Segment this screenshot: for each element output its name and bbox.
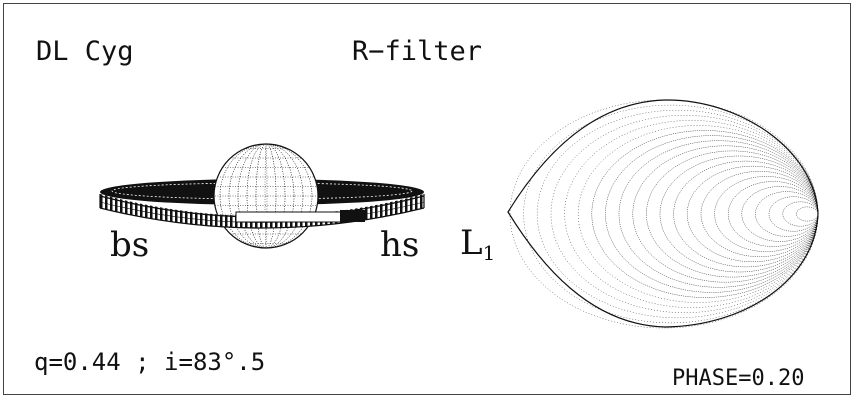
lagrange-letter: L [460, 223, 483, 263]
orbital-phase: PHASE=0.20 [672, 366, 805, 391]
plot-frame [3, 3, 851, 395]
hot-spot-label: hs [380, 225, 420, 265]
lagrange-point-label: L1 [460, 226, 495, 263]
lagrange-subscript: 1 [482, 241, 496, 265]
white-dwarf-sphere [213, 143, 319, 249]
filter-label: R−filter [352, 36, 483, 67]
accretion-disk-front [99, 194, 425, 229]
star-name-title: DL Cyg [36, 36, 134, 67]
secondary-star-roche-lobe [507, 99, 819, 329]
system-parameters: q=0.44 ; i=83°.5 [34, 348, 266, 376]
bright-spot-label: bs [110, 225, 150, 265]
